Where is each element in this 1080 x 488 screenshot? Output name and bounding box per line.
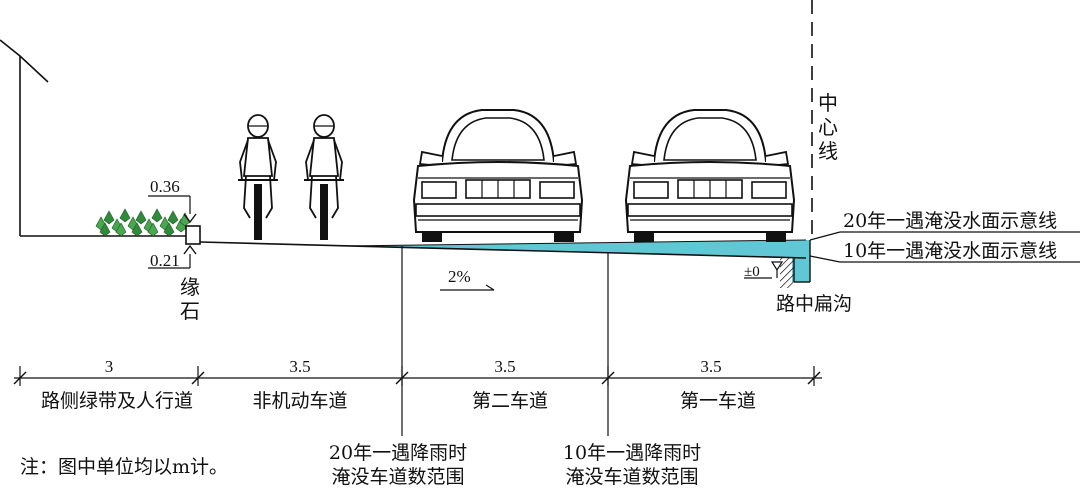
cyclist-1: [237, 114, 279, 241]
flood-range-20yr-line2: 淹没车道数范围: [331, 466, 464, 488]
flood-range-20yr-line1: 20年一遇降雨时: [329, 442, 467, 464]
cyclist-2: [303, 114, 345, 241]
shrub-leaf: [131, 222, 143, 237]
dimension-first-lane: 3.5: [700, 357, 721, 376]
shrub-leaf: [151, 208, 163, 223]
zone-first-lane: 第一车道: [680, 390, 756, 412]
road-surface: [199, 239, 811, 288]
shrub-leaf: [115, 222, 127, 237]
dimension-line: [13, 366, 822, 386]
trench-label: 路中扁沟: [776, 293, 852, 315]
shrub-leaf: [103, 210, 115, 225]
curb-label-1: 缘: [180, 275, 200, 299]
water-surface-20yr: [339, 239, 807, 247]
shrub-leaf: [119, 208, 131, 223]
zone-sidewalk: 路侧绿带及人行道: [41, 390, 193, 412]
shrub-leaf: [99, 222, 111, 237]
water-line-20yr-label: 20年一遇淹没水面示意线: [843, 210, 1057, 232]
car-second-lane: [413, 109, 583, 243]
unit-note: 注：图中单位均以m计。: [20, 456, 228, 478]
shrub-leaf: [167, 210, 179, 225]
curb-bottom-height: 0.21: [150, 251, 180, 270]
elevation-label: ±0: [744, 264, 760, 280]
dimension-sidewalk: 3: [105, 357, 114, 376]
curb-stone: [185, 225, 201, 245]
zone-bike-lane: 非机动车道: [252, 390, 347, 412]
dimension-second-lane: 3.5: [494, 357, 515, 376]
centerline-label-2: 心: [818, 115, 838, 139]
shrub-leaf: [163, 222, 175, 237]
curb-top-height: 0.36: [150, 177, 180, 196]
curb-label-2: 石: [180, 299, 200, 323]
shrub-leaf: [147, 222, 159, 237]
roadside-building: [0, 39, 186, 237]
water-line-10yr-label: 10年一遇淹没水面示意线: [843, 240, 1057, 262]
flood-range-10yr-line2: 淹没车道数范围: [565, 466, 698, 488]
trench-hatch: [780, 258, 794, 288]
car-first-lane: [625, 109, 795, 243]
slope-label: 2%: [448, 267, 471, 286]
road-slope-line: [199, 241, 807, 259]
flood-range-10yr-line1: 10年一遇降雨时: [563, 442, 701, 464]
green-belt-shrubs: [95, 208, 191, 237]
dimension-bike-lane: 3.5: [289, 357, 310, 376]
trench-water: [792, 240, 810, 282]
centerline-label-1: 中: [818, 91, 838, 115]
zone-second-lane: 第二车道: [472, 390, 548, 412]
centerline-label-3: 线: [818, 139, 838, 163]
shrub-leaf: [135, 210, 147, 225]
